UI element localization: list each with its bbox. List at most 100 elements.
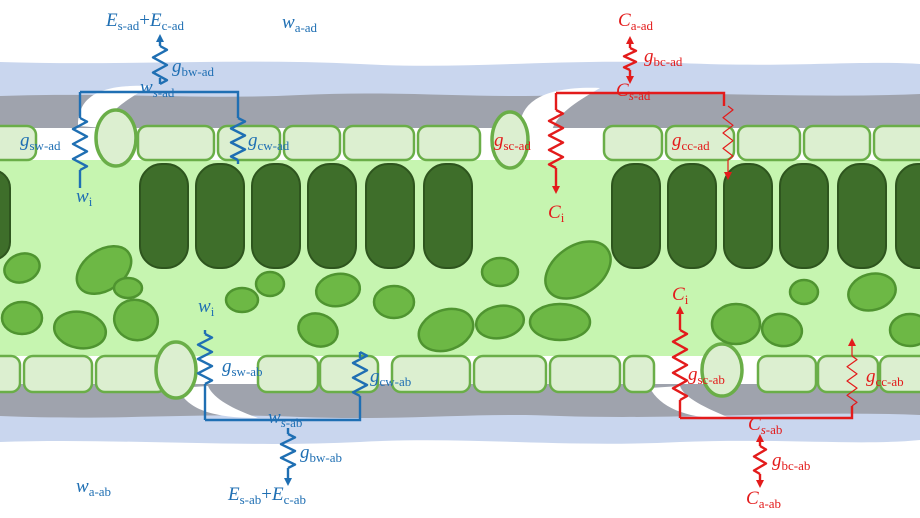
epidermal-cell [602, 124, 664, 162]
co2-surface-line-ad [556, 91, 726, 106]
stomatal-resistor-co2-ab [671, 328, 689, 402]
spongy-cell [52, 310, 108, 350]
spongy-cell [528, 302, 592, 342]
epidermal-cell [736, 124, 802, 162]
water-internal-bottom-label: wi [198, 296, 215, 319]
water-internal-top-label: wi [76, 186, 93, 209]
boundary-resistor-co2-ad [622, 46, 638, 72]
spongy-cell [847, 272, 897, 312]
epidermal-cell [136, 124, 216, 162]
co2-g-bc-ad-label: gbc-ad [644, 46, 683, 69]
epidermal-cell [816, 354, 880, 394]
boundary-resistor-water-ad [151, 44, 169, 86]
water-surface-line-ad [80, 90, 240, 118]
guard-cell [490, 110, 530, 170]
epidermal-cell [216, 124, 282, 162]
co2-air-ab-label: Ca-ab [746, 488, 781, 511]
water-surface-ad-label: ws-ad [140, 77, 175, 100]
spongy-cell [710, 302, 762, 346]
water-air-ad-label: wa-ad [282, 12, 318, 35]
water-surface-ab-label: ws-ab [268, 407, 302, 430]
co2-g-bc-ab-label: gbc-ab [772, 450, 810, 473]
spongy-cell [112, 298, 160, 342]
palisade-cell [611, 163, 661, 269]
spongy-cell [0, 300, 44, 336]
guard-cell [154, 340, 198, 400]
spongy-cell [760, 312, 804, 348]
water-g-sw-ad-label: gsw-ad [20, 130, 61, 153]
co2-g-cc-ad-label: gcc-ad [672, 130, 710, 153]
co2-pathway [552, 36, 856, 488]
palisade-cell [723, 163, 773, 269]
co2-internal-top-label: Ci [548, 202, 565, 225]
water-flux-ad-label: Es-ad+Ec-ad [105, 10, 184, 33]
water-surface-line-ab [205, 396, 362, 422]
spongy-cell [788, 278, 820, 306]
epidermal-cell [664, 124, 736, 162]
co2-air-ad-label: Ca-ad [618, 10, 654, 33]
spongy-cell [544, 240, 612, 300]
water-flux-ab-label: Es-ab+Ec-ab [227, 484, 306, 507]
water-vapour-pathway [78, 34, 362, 486]
epidermal-cell [0, 354, 22, 394]
cuticular-resistor-co2-ab [846, 355, 858, 407]
epidermal-cell [756, 354, 818, 394]
leaf-cross-section [0, 61, 920, 444]
epidermal-cell [282, 124, 342, 162]
co2-surface-ab-label: Cs-ab [748, 414, 782, 437]
water-g-bw-ad-label: gbw-ad [172, 56, 214, 79]
cuticular-resistor-water-ad [229, 116, 247, 162]
epidermal-cell [802, 124, 872, 162]
co2-internal-bottom-label: Ci [672, 284, 689, 307]
water-resistors [71, 44, 369, 470]
co2-g-sc-ab-label: gsc-ab [688, 364, 725, 387]
boundary-resistor-water-ab [279, 432, 297, 470]
spongy-cell [254, 270, 286, 298]
epidermal-cell [256, 354, 320, 394]
epidermal-cell [22, 354, 94, 394]
stoma-pore-lower-left [178, 386, 258, 418]
spongy-mesophyll [0, 240, 920, 353]
co2-surface-ad-label: Cs-ad [616, 80, 651, 103]
spongy-cell [297, 312, 339, 348]
epidermal-cell [622, 354, 656, 394]
co2-surface-line-ab [680, 406, 854, 420]
palisade-cell [365, 163, 415, 269]
palisade-cell [139, 163, 189, 269]
palisade-cell [195, 163, 245, 269]
palisade-cell [0, 170, 11, 260]
palisade-cell [307, 163, 357, 269]
stoma-pore-upper-left [78, 85, 150, 128]
epidermal-cell [872, 124, 920, 162]
spongy-cell [474, 304, 526, 340]
stomatal-resistor-water-ad [71, 116, 89, 172]
palisade-layer [0, 163, 920, 269]
cuticular-resistor-water-ab [351, 350, 369, 398]
spongy-cell [417, 307, 475, 353]
upper-cuticle [0, 93, 920, 128]
guard-cell [700, 342, 744, 398]
stoma-pore-upper-right [520, 87, 600, 130]
epidermal-cell [390, 354, 472, 394]
cuticular-resistor-co2-ad [722, 105, 734, 161]
stomatal-resistor-co2-ad [547, 108, 565, 170]
epidermal-cell [416, 124, 482, 162]
spongy-cell [112, 276, 144, 300]
water-g-cw-ad-label: gcw-ad [248, 130, 290, 153]
upper-epidermis [0, 124, 920, 162]
water-g-sw-ab-label: gsw-ab [222, 356, 263, 379]
palisade-cell [251, 163, 301, 269]
guard-cell [94, 108, 138, 168]
water-g-cw-ab-label: gcw-ab [370, 366, 411, 389]
epidermal-cell [548, 354, 622, 394]
spongy-cell [372, 284, 416, 320]
spongy-cell [314, 272, 362, 308]
lower-epidermis [0, 354, 920, 394]
spongy-cell [480, 256, 520, 288]
stomatal-resistor-water-ab [196, 332, 214, 386]
co2-resistors [547, 46, 858, 476]
guard-cells [94, 108, 744, 400]
boundary-resistor-co2-ab [752, 444, 768, 476]
spongy-cell [3, 252, 41, 284]
